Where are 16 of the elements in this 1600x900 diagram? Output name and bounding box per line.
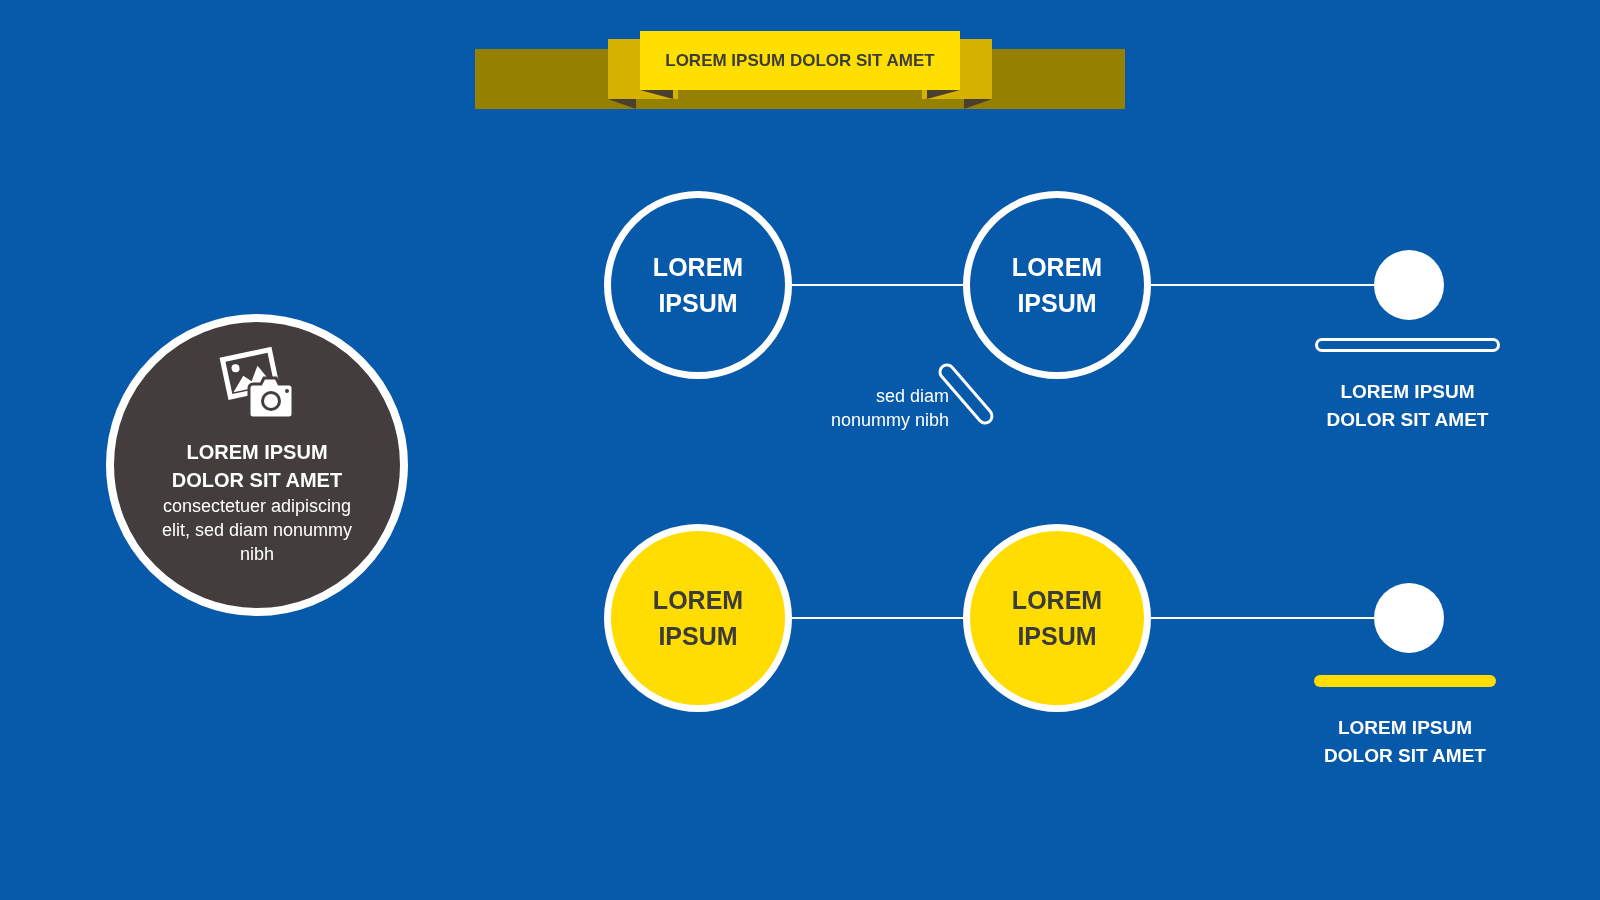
step-circle <box>963 191 1151 379</box>
step-label: LOREM IPSUM <box>1010 585 1104 652</box>
side-note: sed diam nonummy nibh <box>829 385 949 432</box>
connector-line <box>791 617 964 619</box>
circle-description: consectetuer adipiscing elit, sed diam nonummy nibh <box>160 495 354 566</box>
step-label: LOREM IPSUM <box>651 252 745 319</box>
circle-heading: LOREM IPSUM DOLOR SIT AMET <box>170 440 344 493</box>
connector-line <box>791 284 964 286</box>
connector-line <box>1150 284 1375 286</box>
bar-caption: LOREM IPSUM DOLOR SIT AMET <box>1323 716 1487 768</box>
step-label: LOREM IPSUM <box>651 585 745 652</box>
step-label: LOREM IPSUM <box>1010 252 1104 319</box>
bar-caption: LOREM IPSUM DOLOR SIT AMET <box>1325 380 1490 432</box>
connector-line <box>1150 617 1375 619</box>
title-banner: LOREM IPSUM DOLOR SIT AMET <box>640 31 960 90</box>
step-circle <box>604 191 792 379</box>
